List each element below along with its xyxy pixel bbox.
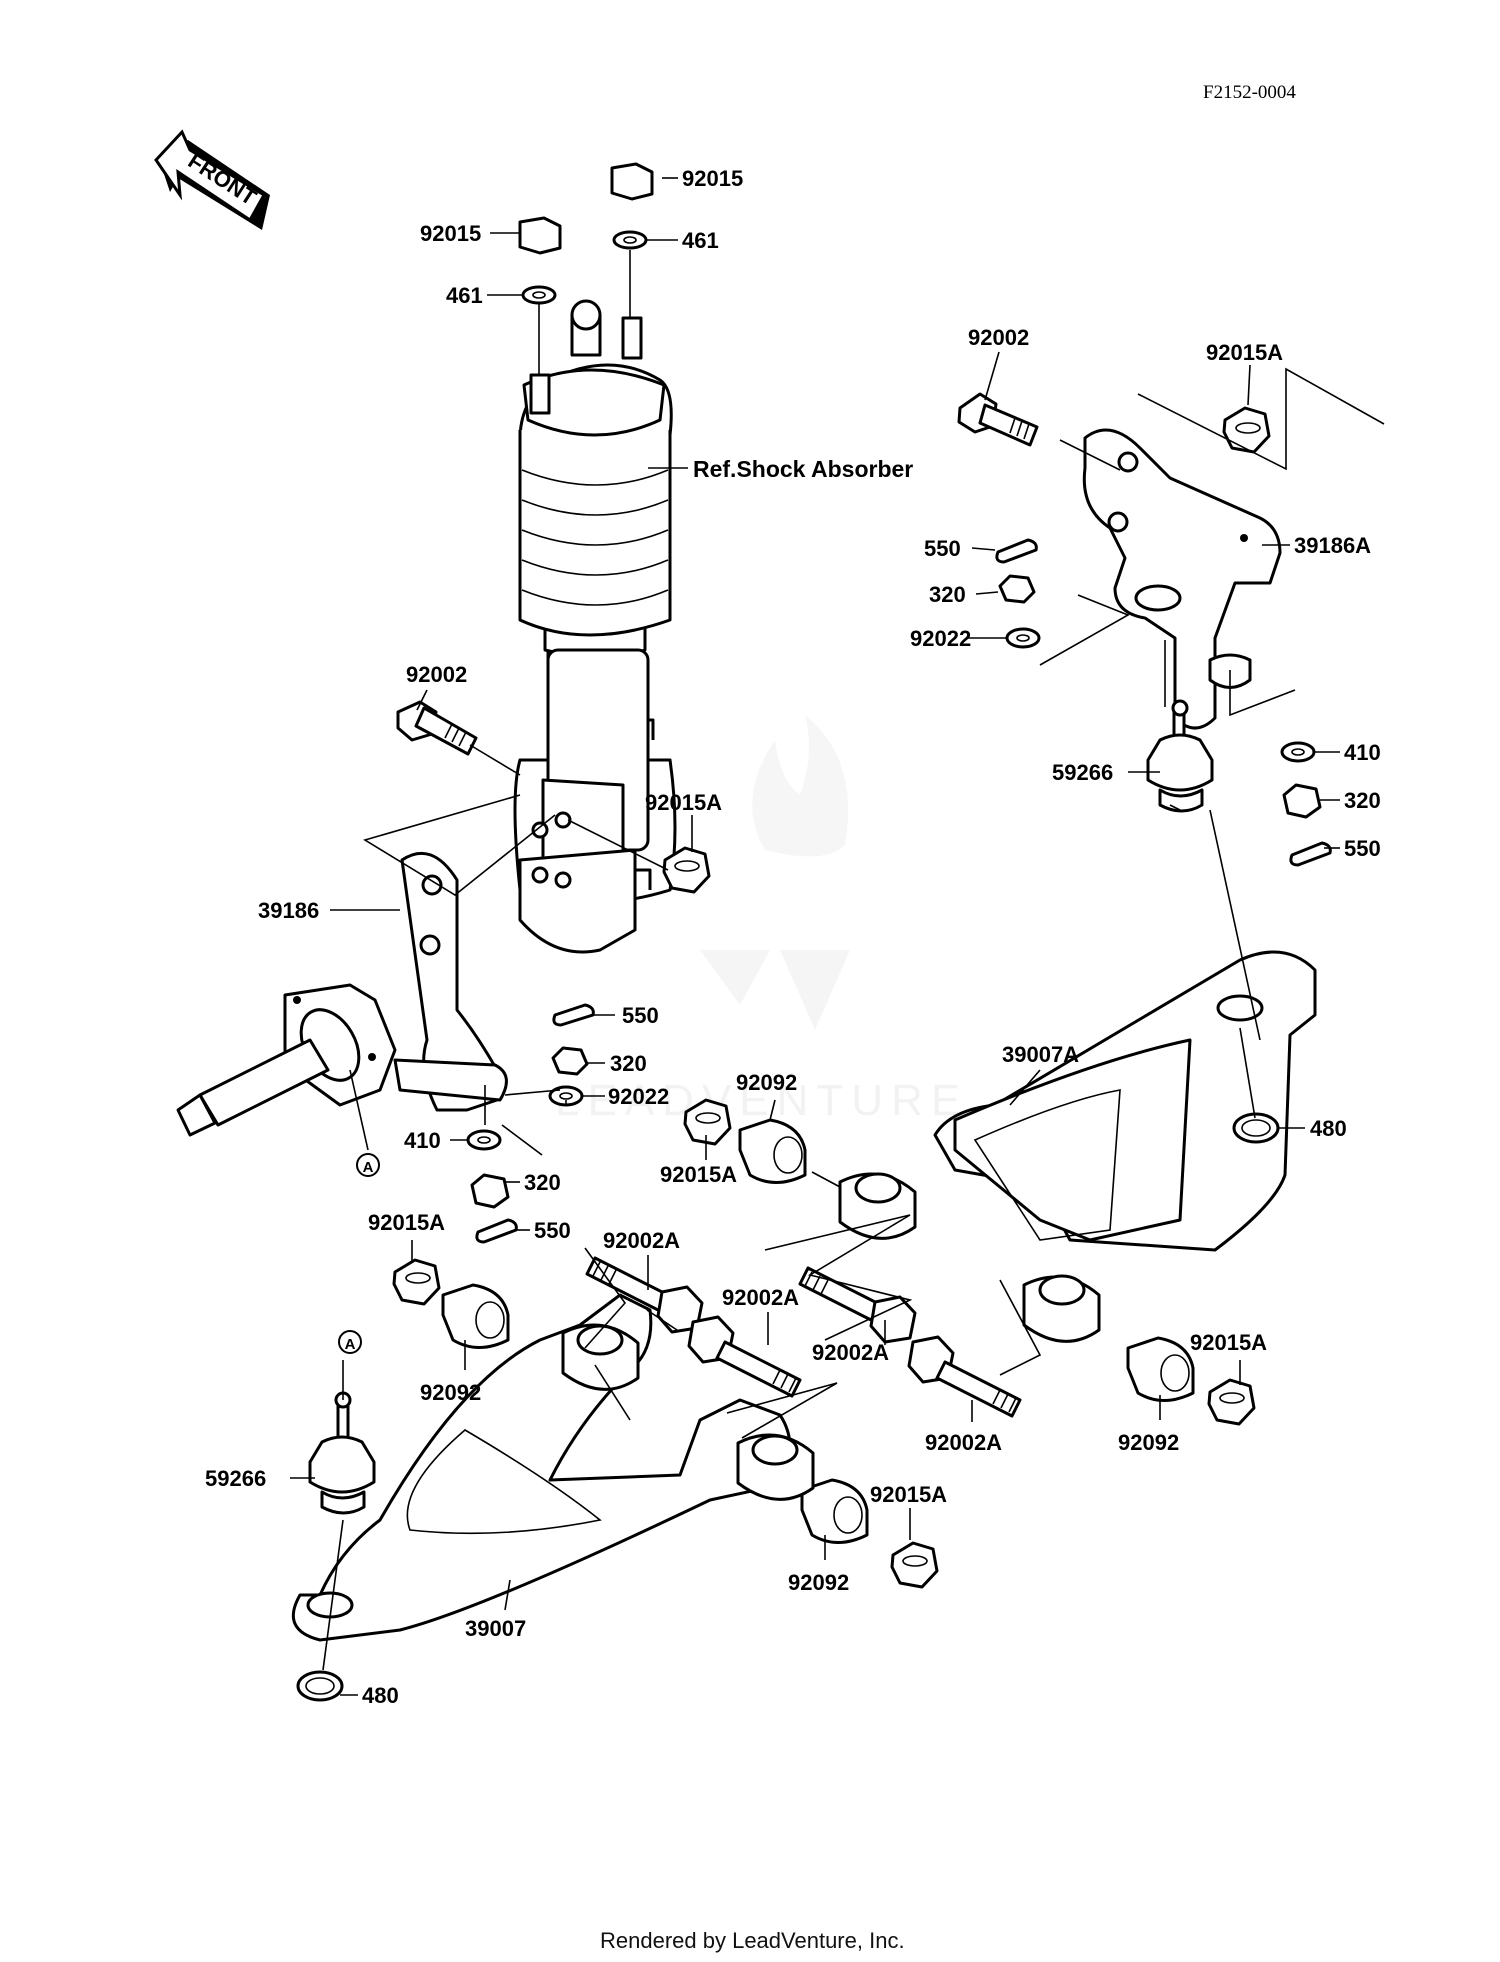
label-washer-mid: 92022 (608, 1084, 669, 1109)
nut-center (683, 1098, 732, 1146)
watermark-logo: LEADVENTURE (555, 715, 968, 1125)
marker-a-bottom-label: A (345, 1336, 356, 1353)
label-ref-shock-absorber: Ref.Shock Absorber (693, 456, 913, 482)
label-knuckle-left: 39186 (258, 898, 319, 923)
nut-shock-left (662, 846, 711, 894)
nut-upper-right (1222, 406, 1271, 454)
knuckle-right (1082, 428, 1282, 730)
marker-a-bottom: A (338, 1330, 362, 1354)
bolt-a4 (907, 1335, 1022, 1418)
bolt-a3 (687, 1315, 802, 1398)
label-bolt-a4: 92002A (925, 1430, 1002, 1455)
marker-a-top: A (356, 1153, 380, 1177)
label-castle-right-320: 320 (1344, 788, 1381, 813)
label-bolt-shock-left: 92002 (406, 662, 467, 687)
label-nut-shock-left: 92015A (645, 790, 722, 815)
figure-code: F2152-0004 (1203, 82, 1296, 103)
label-circlip-right: 480 (1310, 1116, 1347, 1141)
bolt-shock-left (396, 700, 478, 756)
label-castle-low-left: 320 (524, 1170, 561, 1195)
bolt-a1 (585, 1256, 704, 1334)
label-cotter-low-left: 550 (534, 1218, 571, 1243)
nut-left-low (392, 1258, 441, 1306)
bushing-upper (738, 1118, 807, 1184)
part-labels: 92015 461 92015 461 92002 92015A Ref.Sho… (205, 166, 1381, 1708)
label-nut-top-right: 92015 (682, 166, 743, 191)
watermark-text: LEADVENTURE (555, 1076, 968, 1125)
label-bushing-upper: 92092 (736, 1070, 797, 1095)
balljoint-lower-left (308, 1391, 376, 1515)
label-nut-lower: 92015A (870, 1482, 947, 1507)
balljoint-upper-right (1146, 699, 1214, 813)
label-bolt-upper-right: 92002 (968, 325, 1029, 350)
marker-a-top-label: A (363, 1159, 374, 1176)
label-cotter-right-550: 550 (1344, 836, 1381, 861)
label-arm-right: 39007A (1002, 1042, 1079, 1067)
top-hardware (518, 162, 654, 375)
bolt-a2 (798, 1266, 917, 1344)
label-castle-mid: 320 (610, 1051, 647, 1076)
label-bushing-right: 92092 (1118, 1430, 1179, 1455)
arm-right (838, 950, 1317, 1343)
label-washer-right-410: 410 (1344, 740, 1381, 765)
front-direction-arrow: FRONT (154, 129, 270, 230)
label-nut-top-left: 92015 (420, 221, 481, 246)
label-bushing-lower: 92092 (788, 1570, 849, 1595)
bolt-upper-right (957, 392, 1039, 447)
nut-right-low (1207, 1378, 1256, 1426)
bushing-right (1126, 1336, 1195, 1402)
label-arm-left: 39007 (465, 1616, 526, 1641)
label-bolt-a1: 92002A (603, 1228, 680, 1253)
label-washer-top-right: 461 (682, 228, 719, 253)
circlip-right (1232, 1112, 1280, 1144)
label-bushing-left: 92092 (420, 1380, 481, 1405)
upper-right-small-hardware (995, 538, 1041, 649)
label-leaders (290, 177, 1340, 1696)
label-bolt-a2: 92002A (722, 1285, 799, 1310)
knuckle-left (176, 851, 508, 1137)
shock-absorber (513, 299, 677, 954)
label-washer-upper-right: 92022 (910, 626, 971, 651)
label-washer-top-left: 461 (446, 283, 483, 308)
circlip-left (296, 1670, 344, 1702)
label-nut-right-low: 92015A (1190, 1330, 1267, 1355)
label-nut-center: 92015A (660, 1162, 737, 1187)
bushing-lower (800, 1478, 869, 1544)
label-knuckle-right: 39186A (1294, 533, 1371, 558)
label-nut-left-low: 92015A (368, 1210, 445, 1235)
footer-credit: Rendered by LeadVenture, Inc. (600, 1928, 905, 1953)
bushing-left (441, 1283, 510, 1349)
nut-lower (890, 1541, 939, 1589)
label-cotter-mid: 550 (622, 1003, 659, 1028)
label-nut-upper-right: 92015A (1206, 340, 1283, 365)
label-washer-left-410: 410 (404, 1128, 441, 1153)
label-bolt-a3: 92002A (812, 1340, 889, 1365)
label-balljoint-lower-left: 59266 (205, 1466, 266, 1491)
arm-left (291, 1293, 815, 1642)
label-balljoint-upper-right: 59266 (1052, 760, 1113, 785)
right-small-hardware (1280, 741, 1332, 867)
label-castle-upper-right: 320 (929, 582, 966, 607)
label-circlip-left: 480 (362, 1683, 399, 1708)
assembly-lines (322, 367, 1385, 1671)
label-cotter-upper-right: 550 (924, 536, 961, 561)
